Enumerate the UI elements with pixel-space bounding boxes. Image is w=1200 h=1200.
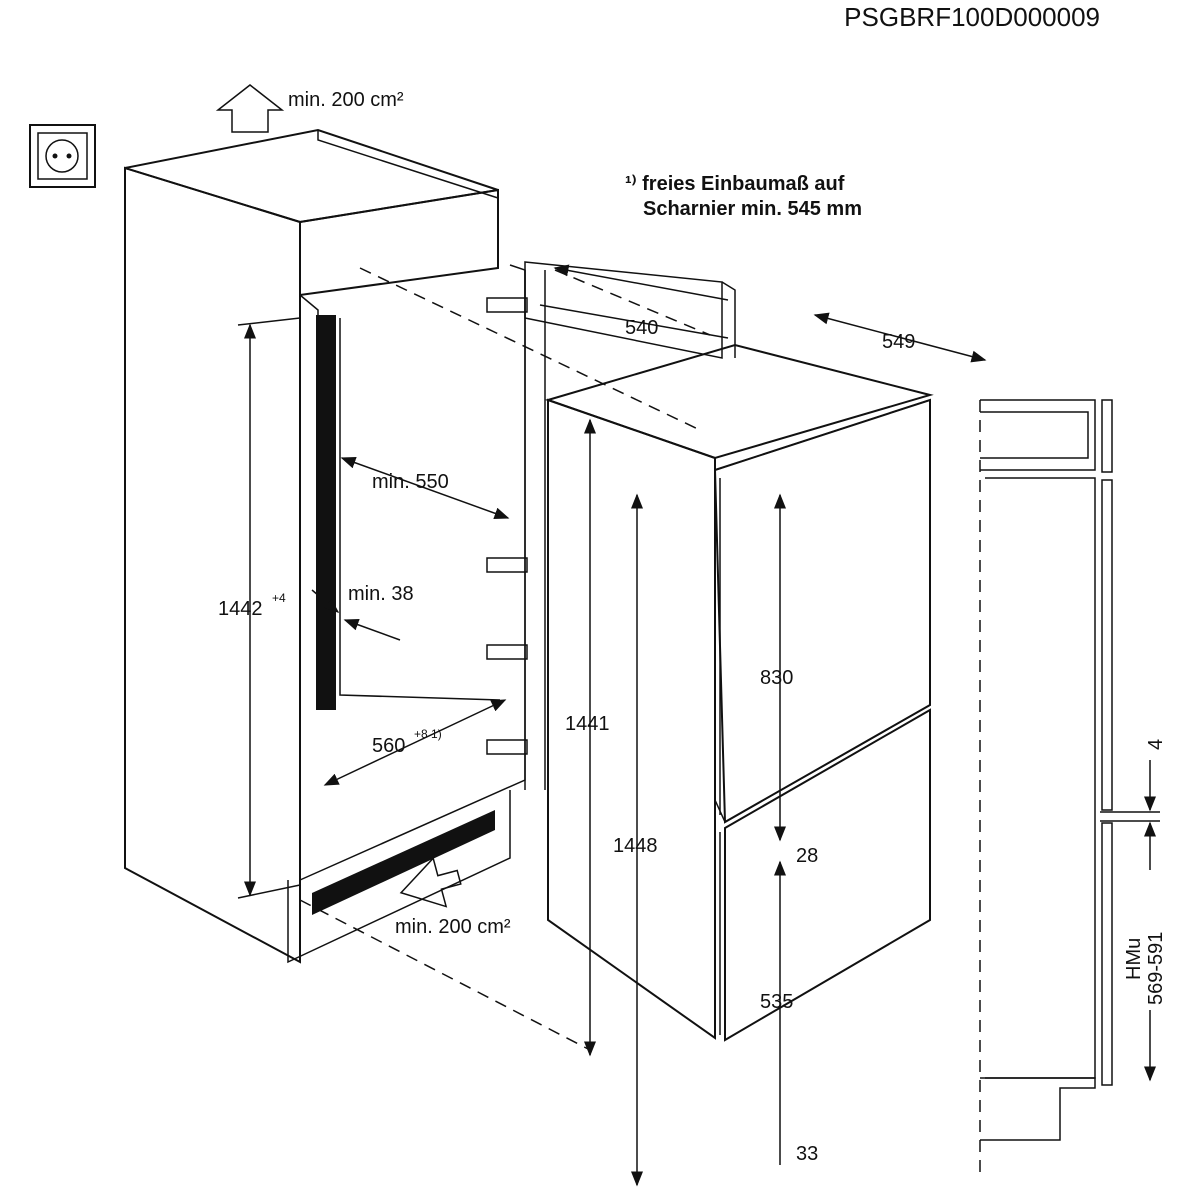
door-gap-label: 28 [796,845,818,867]
power-socket-icon [29,124,96,188]
vent-top-label: min. 200 cm² [288,89,404,111]
lower-door-label: 535 [760,991,793,1013]
drawing-code: PSGBRF100D000009 [844,2,1100,32]
vent-up-arrow-icon [215,84,285,133]
body-height-label: 1441 [565,713,610,735]
vent-in-arrow-icon [399,856,462,908]
total-height-label: 1448 [613,835,658,857]
side-gap-label: 4 [1145,739,1167,750]
niche-height-label: 1442 [218,598,263,620]
vent-bottom-label: min. 200 cm² [395,916,511,938]
upper-door-label: 830 [760,667,793,689]
niche-gap-label: min. 38 [348,583,414,605]
appliance [544,343,934,1042]
niche-width-label: 560 [372,735,405,757]
niche-height-tolerance: +4 [272,591,286,605]
bottom-gap-label: 33 [796,1143,818,1165]
footnote-line1: ¹⁾ freies Einbaumaß auf [625,173,845,195]
niche-width-tolerance: +8 1) [414,727,442,741]
width-label: 549 [882,331,915,353]
niche-depth-label: min. 550 [372,471,449,493]
door-depth-label: 540 [625,317,658,339]
footnote-line2: Scharnier min. 545 mm [643,198,862,220]
hmu-range-label: 569-591 [1145,932,1167,1005]
side-view [979,399,1113,1180]
hmu-label: HMu [1123,938,1145,980]
cabinet-niche [124,128,736,964]
